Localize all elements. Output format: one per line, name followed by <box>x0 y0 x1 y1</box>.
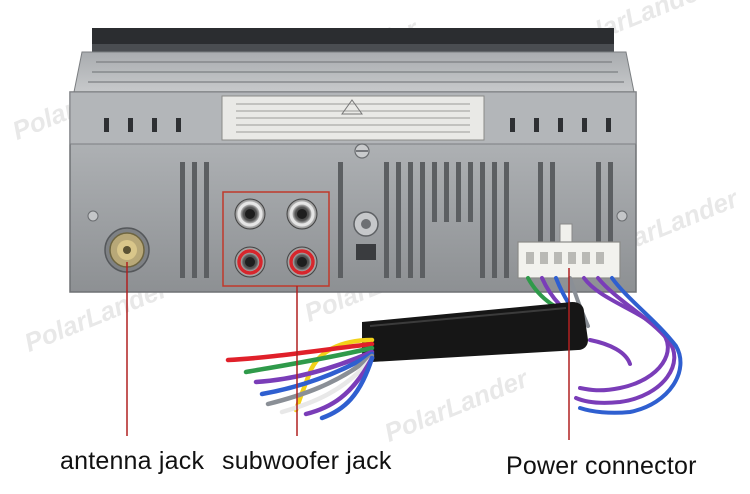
aux-bolt <box>353 211 379 260</box>
loose-wires <box>225 337 375 421</box>
front-bezel <box>92 28 614 52</box>
power-connector-label: Power connector <box>506 452 697 480</box>
inline-filter-box <box>362 302 588 362</box>
antenna-jack-port <box>104 227 150 273</box>
pointer-lines <box>126 262 570 440</box>
rca-jacks <box>234 198 318 278</box>
heat-sink-fins <box>180 162 613 278</box>
power-connector-block <box>517 223 621 279</box>
subwoofer-highlight-box <box>222 191 330 287</box>
antenna-jack-label: antenna jack <box>60 447 205 475</box>
top-cover <box>73 51 635 93</box>
subwoofer-jack-label: subwoofer jack <box>222 447 392 475</box>
